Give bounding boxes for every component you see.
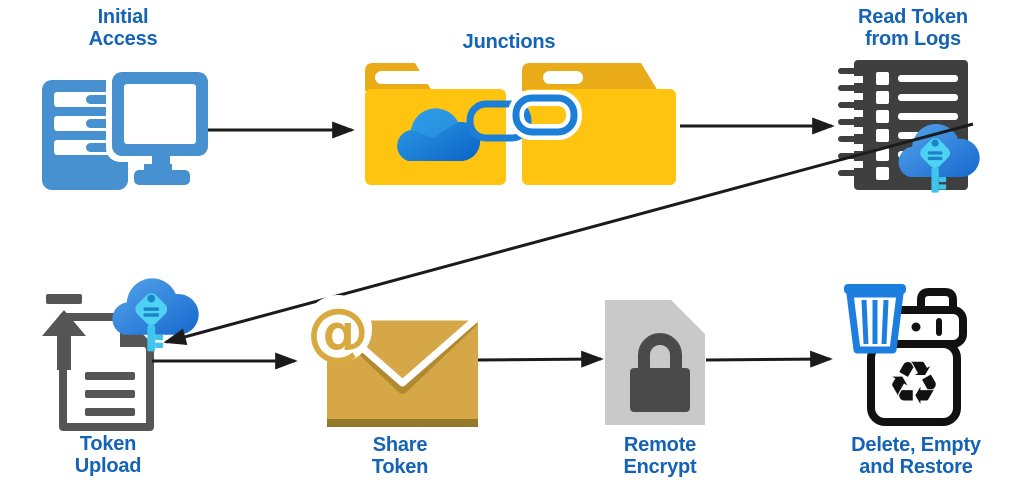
node-remote-encrypt (603, 298, 707, 426)
at-symbol-glyph: @ (307, 295, 369, 368)
node-token-upload (40, 272, 199, 432)
email-envelope-at-icon: @ (304, 295, 482, 427)
node-junctions (363, 62, 679, 188)
node-initial-access (40, 66, 214, 192)
label-token-upload: Token Upload (74, 433, 142, 477)
label-share-token: Share Token (371, 434, 429, 478)
blue-trash-can-icon (844, 284, 906, 354)
recycle-bin-trash-icon: ♻ (844, 284, 967, 426)
padlock-body (630, 368, 690, 412)
label-remote-encrypt: Remote Encrypt (623, 434, 697, 478)
edge-share-token-to-remote-encrypt (477, 350, 604, 368)
node-read-token-from-logs (822, 58, 980, 193)
log-notebook-cloud-key-icon (838, 60, 980, 193)
node-share-token: @ (300, 285, 485, 435)
recycle-symbol-glyph: ♻ (887, 349, 941, 419)
label-read-token: Read Token from Logs (858, 6, 968, 50)
upload-arrow-icon (42, 294, 86, 370)
at-symbol-icon: @ (304, 295, 372, 368)
onedrive-linked-folders-icon (365, 63, 676, 185)
node-delete-empty-and-restore: ♻ (835, 278, 970, 430)
document-text-lines (85, 372, 135, 416)
encrypted-file-padlock-icon (605, 300, 705, 425)
label-junctions: Junctions (462, 31, 556, 53)
label-delete-restore: Delete, Empty and Restore (851, 434, 981, 478)
document-upload-cloud-key-icon (42, 278, 199, 431)
label-initial-access: Initial Access (88, 6, 158, 50)
edge-remote-encrypt-to-delete (705, 350, 833, 368)
computer-workstation-icon (42, 66, 214, 190)
